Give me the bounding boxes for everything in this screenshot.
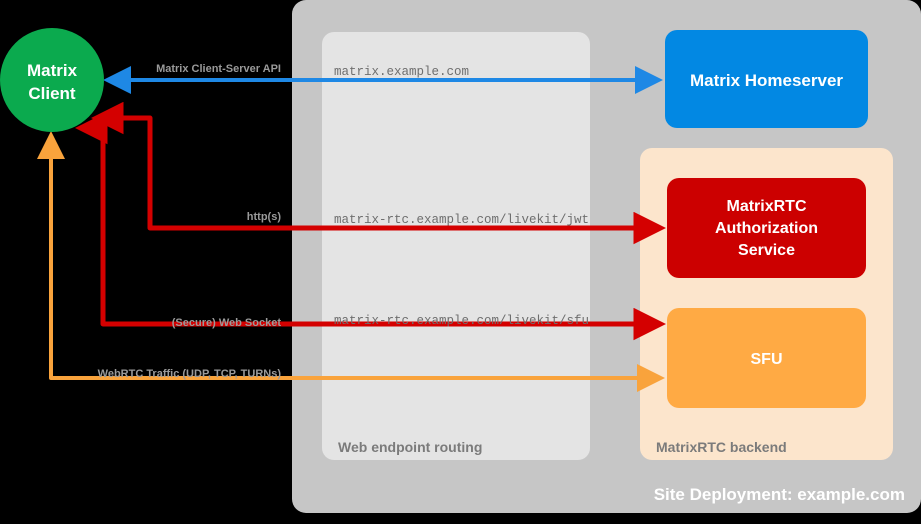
matrix-client-label-line2: Client (28, 84, 76, 103)
node-sfu[interactable]: SFU (667, 308, 866, 408)
panel-label-matrixrtc-backend: MatrixRTC backend (656, 439, 787, 455)
matrix-homeserver-box[interactable] (665, 30, 868, 128)
matrix-client-label-line1: Matrix (27, 61, 78, 80)
web-endpoint-routing-panel (322, 32, 590, 460)
url-label-matrix-example-com: matrix.example.com (334, 65, 469, 79)
matrix-client-circle[interactable] (0, 28, 104, 132)
matrixrtc-authorization-service-box[interactable] (667, 178, 866, 278)
matrix-homeserver-label: Matrix Homeserver (690, 71, 843, 90)
node-matrix-client[interactable]: Matrix Client (0, 28, 104, 132)
edge-label-webrtc-traffic: WebRTC Traffic (UDP, TCP, TURNs) (98, 368, 282, 380)
matrixrtc-auth-label-line1: MatrixRTC (726, 198, 806, 215)
sfu-label: SFU (751, 351, 783, 368)
edge-webrtc-traffic (37, 131, 665, 392)
matrixrtc-auth-label-line2: Authorization (715, 220, 818, 237)
edge-label-http-s: http(s) (247, 211, 282, 223)
url-label-livekit-sfu: matrix-rtc.example.com/livekit/sfu (334, 314, 589, 328)
node-matrixrtc-authorization-service[interactable]: MatrixRTC Authorization Service (667, 178, 866, 278)
panel-label-web-endpoint-routing: Web endpoint routing (338, 439, 482, 455)
sfu-box[interactable] (667, 308, 866, 408)
node-matrix-homeserver[interactable]: Matrix Homeserver (665, 30, 868, 128)
edge-label-matrix-client-server-api: Matrix Client-Server API (156, 63, 281, 75)
matrixrtc-auth-label-line3: Service (738, 242, 795, 259)
url-label-livekit-jwt: matrix-rtc.example.com/livekit/jwt (334, 213, 589, 227)
site-deployment-label: Site Deployment: example.com (654, 485, 905, 504)
edge-label-secure-web-socket: (Secure) Web Socket (172, 317, 282, 329)
